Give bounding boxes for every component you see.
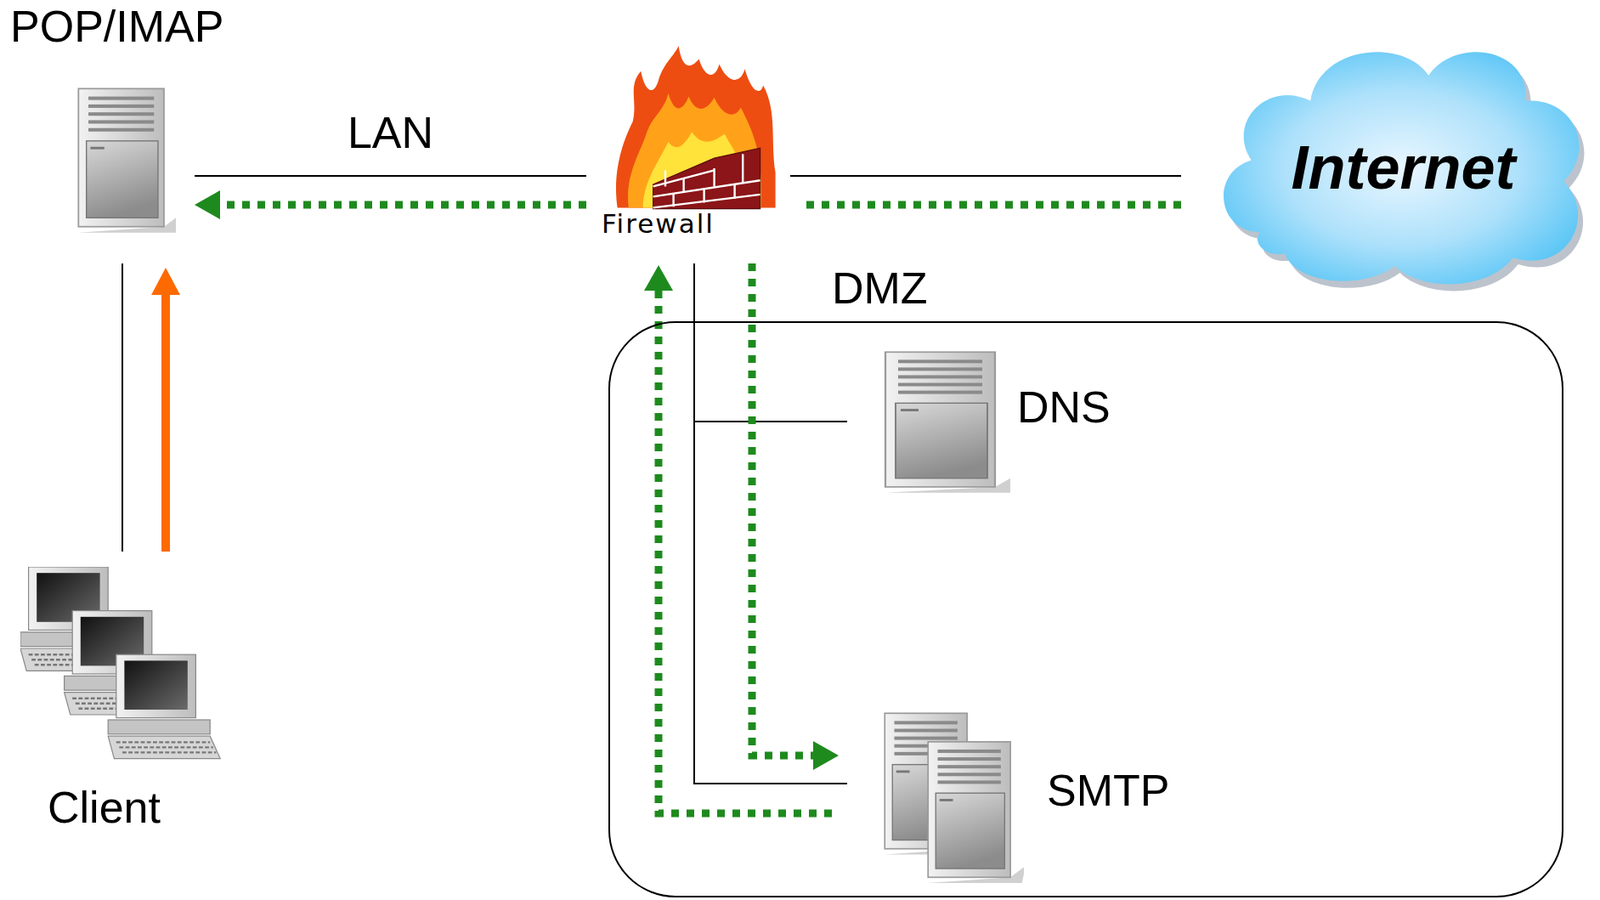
node-label: DNS xyxy=(1017,382,1111,434)
server-icon xyxy=(76,86,176,235)
server-icon xyxy=(882,350,1011,495)
client-computers-icon xyxy=(20,566,225,771)
client-computers-graphic xyxy=(20,566,225,771)
internet-cloud: Internet xyxy=(1209,20,1598,296)
dns-server-graphic xyxy=(882,350,1011,495)
server-pair-icon xyxy=(882,711,1024,886)
client-computers: Client xyxy=(20,566,225,771)
smtp-servers: SMTP xyxy=(882,711,1024,886)
connector-line xyxy=(194,175,587,177)
connector xyxy=(802,204,1182,206)
arrowhead xyxy=(644,265,673,291)
smtp-servers-graphic xyxy=(882,711,1024,886)
connector xyxy=(790,175,1182,177)
pop-imap-server-graphic xyxy=(76,86,176,235)
connector-line xyxy=(802,201,1182,210)
connector-line xyxy=(161,292,170,552)
connector-line xyxy=(694,263,848,422)
node-label: Firewall xyxy=(601,209,715,240)
connector xyxy=(151,267,181,552)
connector-line xyxy=(658,288,832,814)
connector-line xyxy=(694,263,848,784)
edge-label: LAN xyxy=(344,107,437,159)
connector-line xyxy=(217,201,587,210)
arrowhead xyxy=(194,190,221,220)
connector xyxy=(122,263,124,552)
connector-line xyxy=(121,263,124,552)
node-label: DMZ xyxy=(831,263,928,315)
connector xyxy=(644,265,832,814)
connector-line xyxy=(751,263,816,756)
dmz-zone: DMZDNSSMTP xyxy=(608,321,1564,898)
pop-imap-server: POP/IMAP xyxy=(76,86,176,235)
connector xyxy=(751,263,839,770)
node-label: POP/IMAP xyxy=(10,1,224,53)
connector xyxy=(694,263,848,422)
node-label: Internet xyxy=(1290,132,1516,204)
dns-server: DNS xyxy=(882,350,1011,495)
node-label: Client xyxy=(47,782,161,834)
firewall: Firewall xyxy=(599,45,778,249)
connector xyxy=(694,263,848,784)
arrowhead xyxy=(151,267,181,295)
connector xyxy=(194,175,587,177)
arrowhead xyxy=(813,740,839,770)
connector-line xyxy=(790,175,1182,177)
connector xyxy=(194,190,587,220)
node-label: SMTP xyxy=(1046,765,1170,817)
